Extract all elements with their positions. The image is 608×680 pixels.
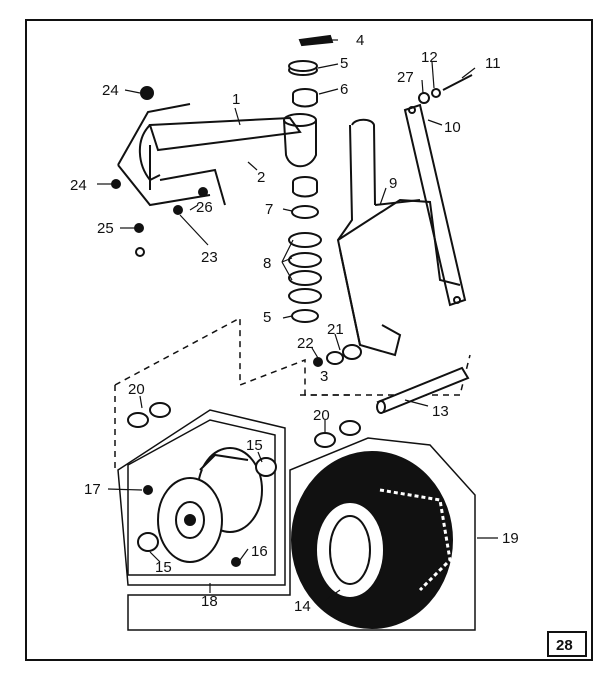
callout-16: 16 (251, 543, 268, 560)
callout-25: 25 (97, 220, 114, 237)
callout-leaders (97, 39, 498, 606)
callout-12: 12 (421, 49, 438, 66)
callout-18: 18 (201, 593, 218, 610)
link-bar (403, 103, 467, 307)
callout-2: 2 (257, 169, 265, 186)
axle-spacers (127, 344, 362, 448)
pivot-bearing-stack (288, 34, 334, 323)
callout-21: 21 (327, 321, 344, 338)
caster-yoke-assembly (117, 103, 317, 207)
callout-5b: 5 (263, 309, 271, 326)
callout-20: 20 (128, 381, 145, 398)
callout-27: 27 (397, 69, 414, 86)
callout-6: 6 (340, 81, 348, 98)
callout-3: 3 (320, 368, 328, 385)
callout-7: 7 (265, 201, 273, 218)
wheel-bearings (137, 457, 277, 567)
tire-group-outline (127, 437, 476, 631)
page-number-box: 28 (547, 631, 587, 657)
callout-13: 13 (432, 403, 449, 420)
callout-26: 26 (196, 199, 213, 216)
callout-17: 17 (84, 481, 101, 498)
callout-1: 1 (232, 91, 240, 108)
callout-4: 4 (356, 32, 364, 49)
callout-24b: 24 (70, 177, 87, 194)
bolt-hardware (418, 74, 473, 104)
wheel-rim (157, 447, 263, 563)
assembly-dashed-lines (114, 316, 471, 470)
callout-24: 24 (102, 82, 119, 99)
callout-8: 8 (263, 255, 271, 272)
yoke-hardware (111, 86, 208, 257)
page-number: 28 (556, 637, 573, 654)
callout-22: 22 (297, 335, 314, 352)
callout-15: 15 (246, 437, 263, 454)
axle (376, 366, 470, 414)
callout-10: 10 (444, 119, 461, 136)
callout-20b: 20 (313, 407, 330, 424)
wheel-group-outline (117, 409, 286, 586)
callout-9: 9 (389, 175, 397, 192)
callout-15b: 15 (155, 559, 172, 576)
callout-23: 23 (201, 249, 218, 266)
callout-14: 14 (294, 598, 311, 615)
callout-5: 5 (340, 55, 348, 72)
fork-arm (336, 118, 461, 357)
callout-19: 19 (502, 530, 519, 547)
callout-labels: 1 2 4 5 6 7 8 5 9 10 11 12 27 24 24 25 2… (70, 32, 519, 615)
tire (291, 451, 453, 629)
callout-11: 11 (485, 55, 501, 72)
diagram-border (25, 19, 593, 661)
